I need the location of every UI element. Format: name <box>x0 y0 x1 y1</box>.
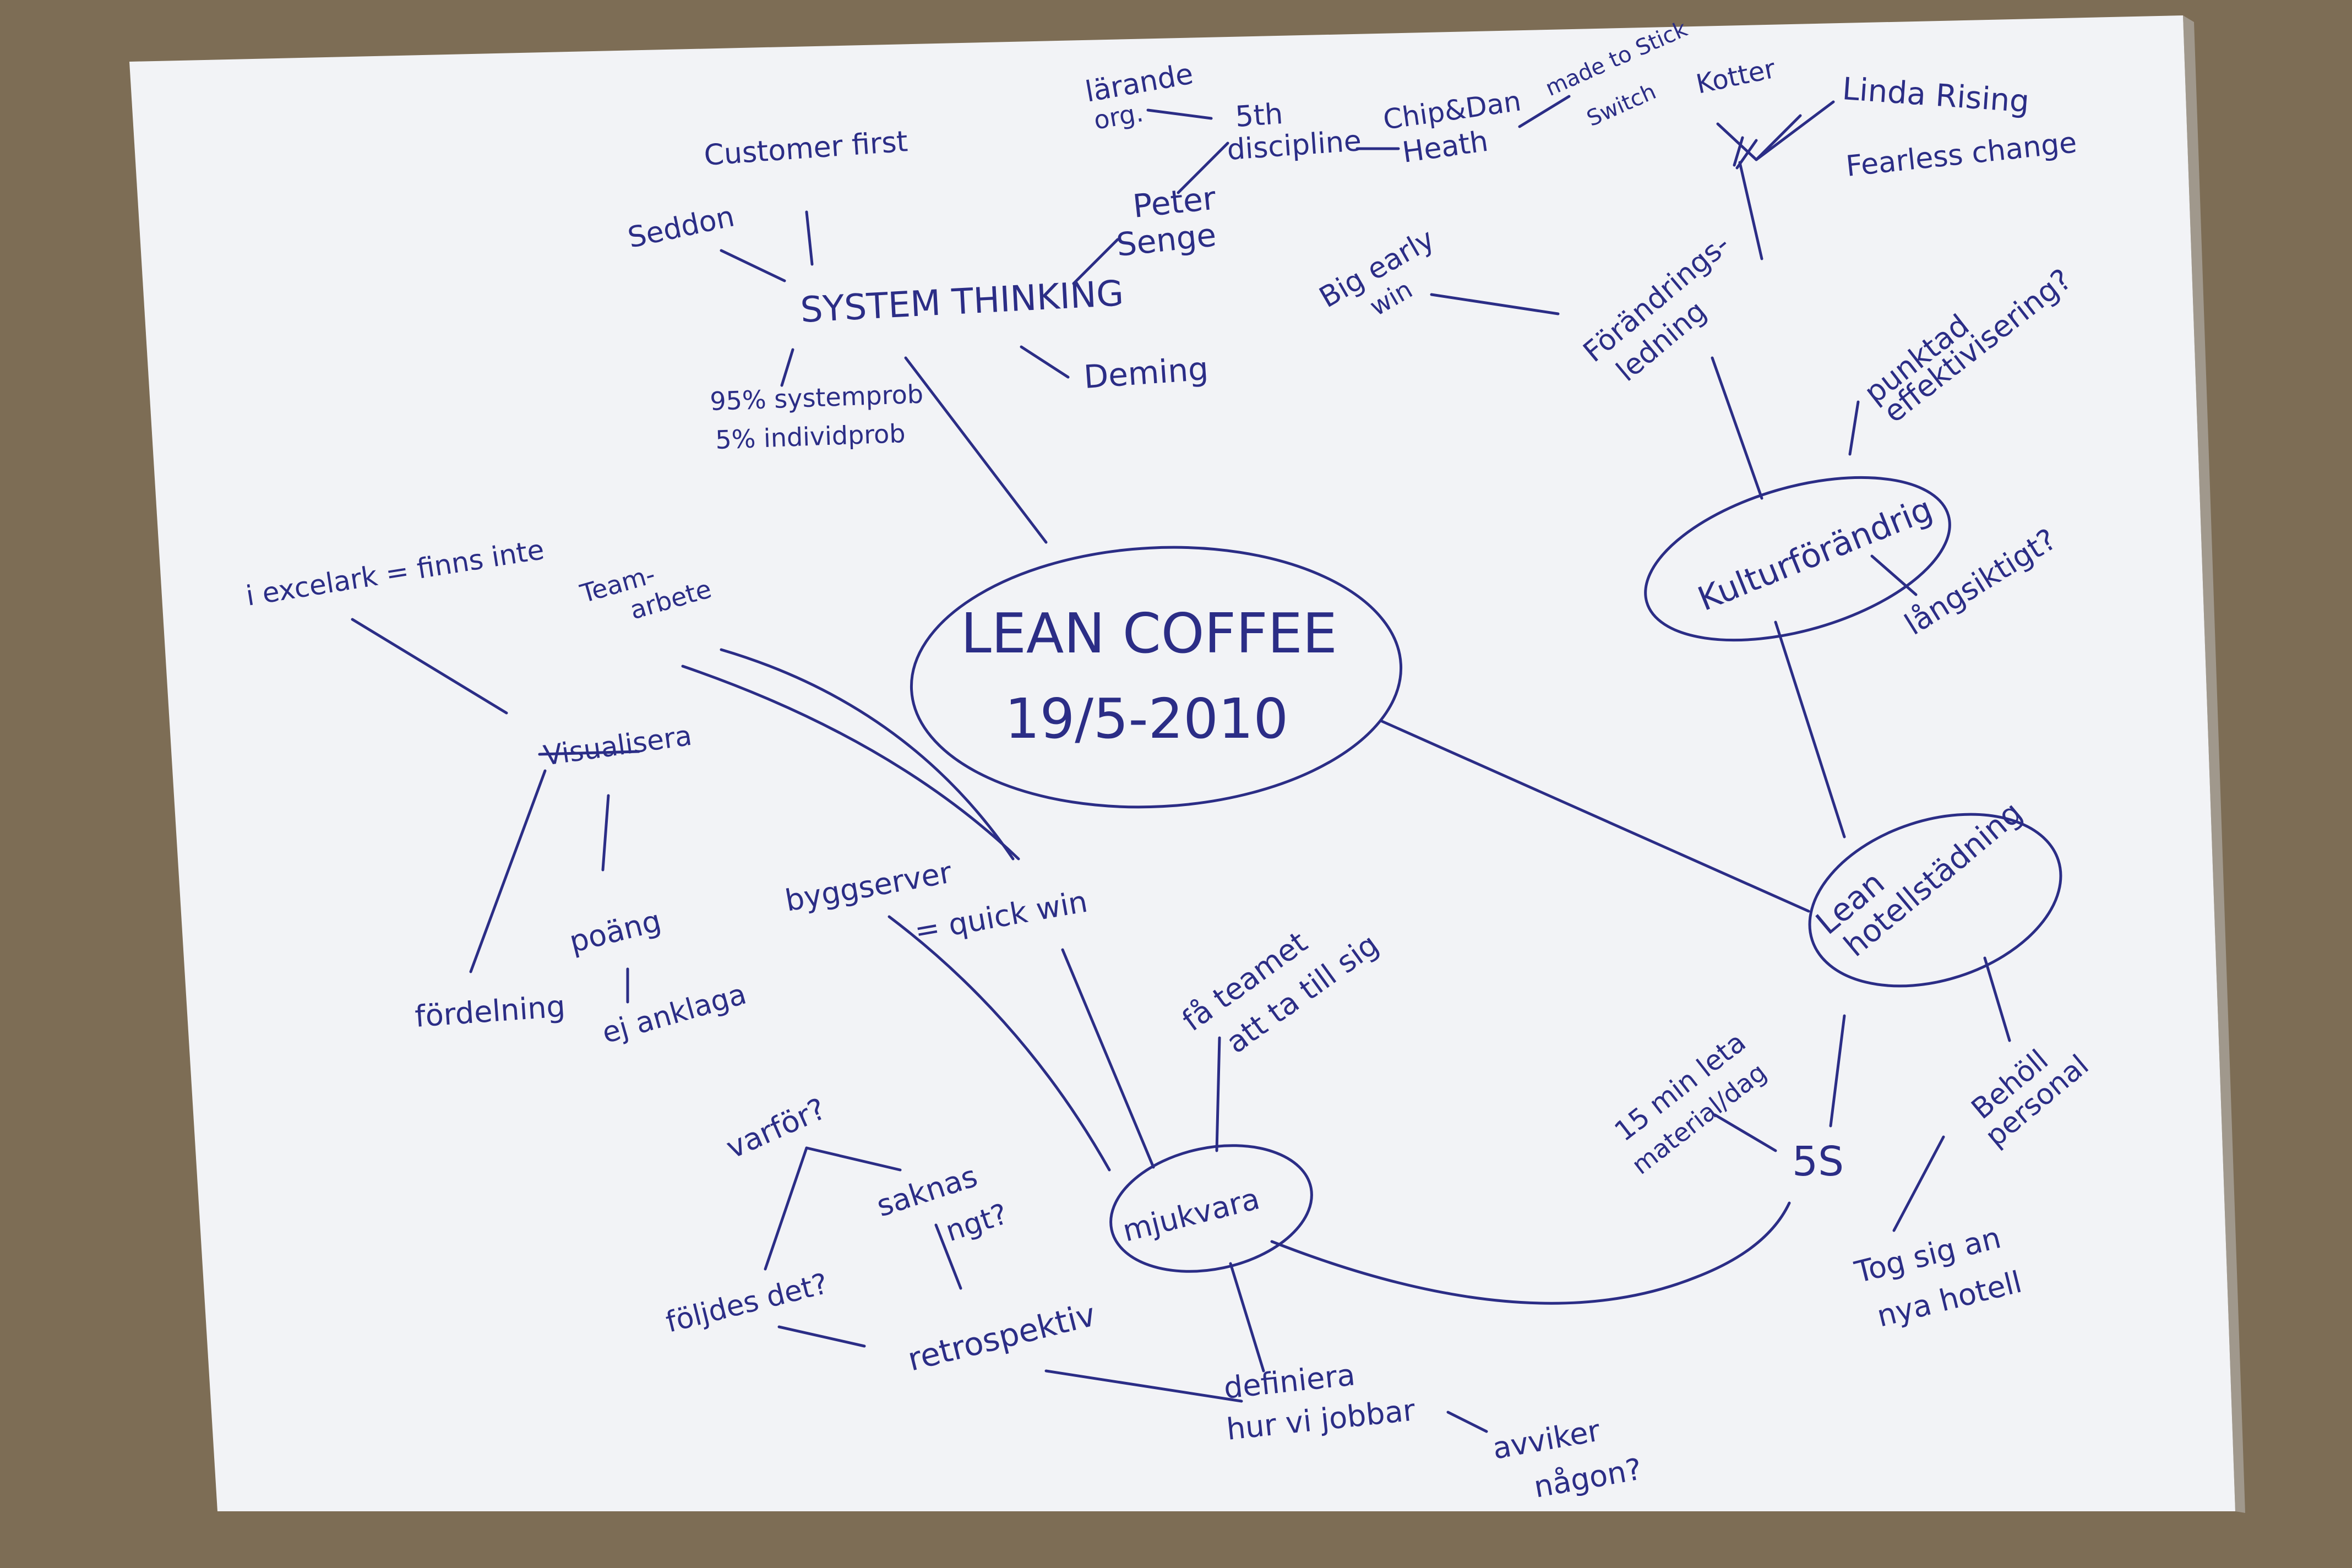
hotell-oval <box>1808 813 2062 988</box>
fifth-discipline-label-1: 5th <box>1234 97 1284 134</box>
individprob-label: 5% individprob <box>715 418 906 455</box>
five-s-label: 5S <box>1792 1138 1844 1185</box>
peter-senge-label-1: Peter <box>1131 179 1217 225</box>
center-oval <box>910 546 1403 809</box>
kultur-oval <box>1644 476 1951 642</box>
deming-label: Deming <box>1082 350 1210 396</box>
mjukvara-oval <box>1109 1144 1313 1273</box>
center-date: 19/5-2010 <box>1005 687 1288 751</box>
center-title: LEAN COFFEE <box>961 601 1337 666</box>
paper-shadow-edge <box>2183 15 2245 1513</box>
mindmap-connectors <box>351 95 2011 1433</box>
paper-sheet <box>129 15 2235 1511</box>
